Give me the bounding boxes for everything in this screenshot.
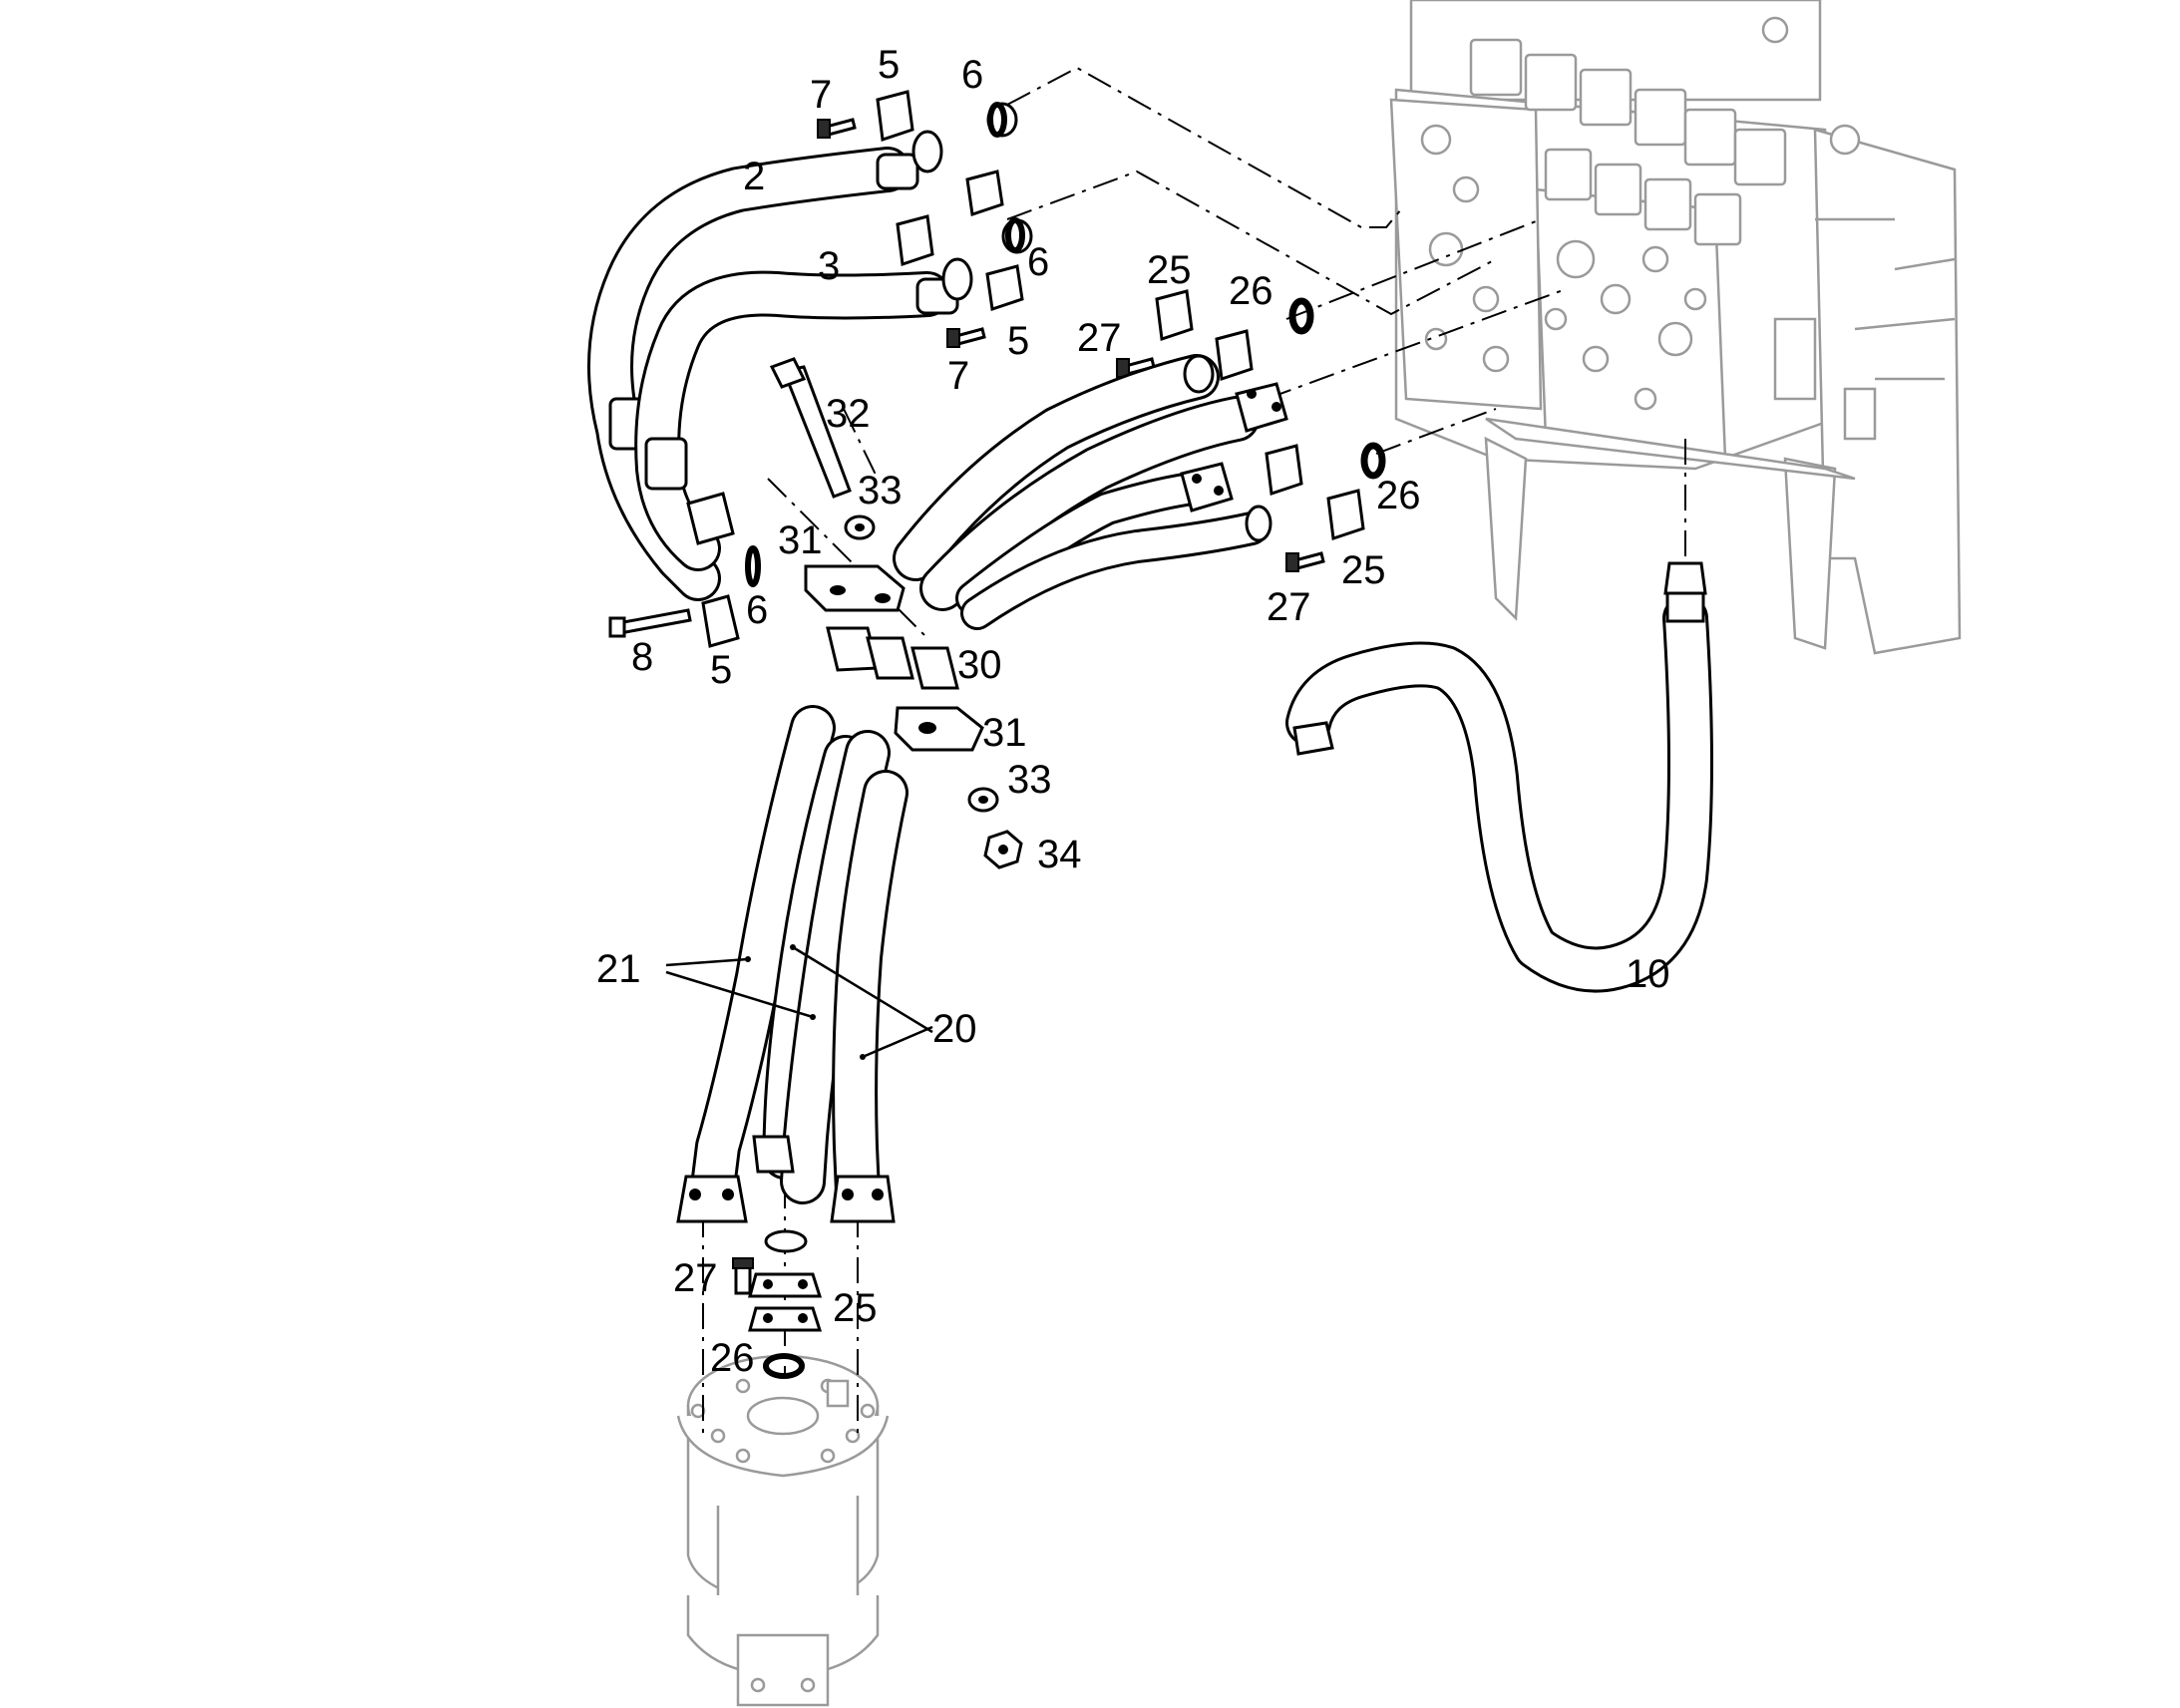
- flange-half-5: [686, 90, 1024, 648]
- callout-33: 33: [1007, 758, 1052, 802]
- callout-7: 7: [810, 73, 832, 117]
- callout-30: 30: [957, 643, 1002, 687]
- callout-27: 27: [1267, 585, 1311, 629]
- callout-6: 6: [746, 588, 768, 632]
- flange-fittings-right: [1155, 289, 1365, 542]
- callout-34: 34: [1037, 833, 1082, 876]
- hose-upper-right: [893, 354, 1269, 630]
- callout-7: 7: [947, 354, 969, 398]
- callout-27: 27: [673, 1256, 718, 1300]
- callout-5: 5: [878, 43, 900, 87]
- callout-20: 20: [932, 1007, 977, 1051]
- callout-5: 5: [710, 648, 732, 692]
- clamp-block-31-upper: [804, 564, 906, 612]
- callout-5: 5: [1007, 319, 1029, 363]
- callout-25: 25: [1147, 248, 1192, 292]
- o-ring: [745, 102, 1386, 1379]
- callout-27: 27: [1077, 316, 1122, 360]
- assembly-center-lines: [702, 66, 1686, 1436]
- callout-26: 26: [710, 1336, 755, 1380]
- callout-26: 26: [1229, 269, 1273, 313]
- callout-26: 26: [1376, 474, 1421, 517]
- long-bolt-32: [769, 357, 852, 499]
- control-valve-block: [1389, 0, 1962, 655]
- callout-2: 2: [743, 155, 765, 198]
- nut-34: [983, 830, 1023, 869]
- lower-flange-fittings: [676, 1135, 896, 1332]
- washer-33: [844, 514, 999, 813]
- clamp-block-31-lower: [894, 706, 984, 752]
- bolt: [608, 118, 1325, 1295]
- hoses-20-21: [690, 705, 908, 1214]
- swivel-joint: [676, 1354, 890, 1707]
- callout-labels: 7 5 6 2 3 6 5 7 25 26 27 32 33 31 6 8 5 …: [596, 43, 1670, 1380]
- callout-25: 25: [1341, 548, 1386, 592]
- callout-21: 21: [596, 947, 641, 991]
- hose-3: [634, 270, 950, 571]
- callout-3: 3: [818, 244, 840, 288]
- callout-10: 10: [1626, 952, 1670, 996]
- callout-31: 31: [778, 518, 823, 562]
- clamp-block-30: [826, 626, 959, 690]
- hose-10: [1285, 561, 1713, 993]
- callout-32: 32: [826, 392, 871, 436]
- callout-25: 25: [833, 1286, 878, 1330]
- callout-8: 8: [631, 635, 653, 679]
- callout-33: 33: [858, 469, 903, 512]
- callout-6: 6: [961, 53, 983, 97]
- callout-6: 6: [1027, 240, 1049, 284]
- leader-lines: [665, 944, 933, 1060]
- callout-31: 31: [982, 711, 1027, 755]
